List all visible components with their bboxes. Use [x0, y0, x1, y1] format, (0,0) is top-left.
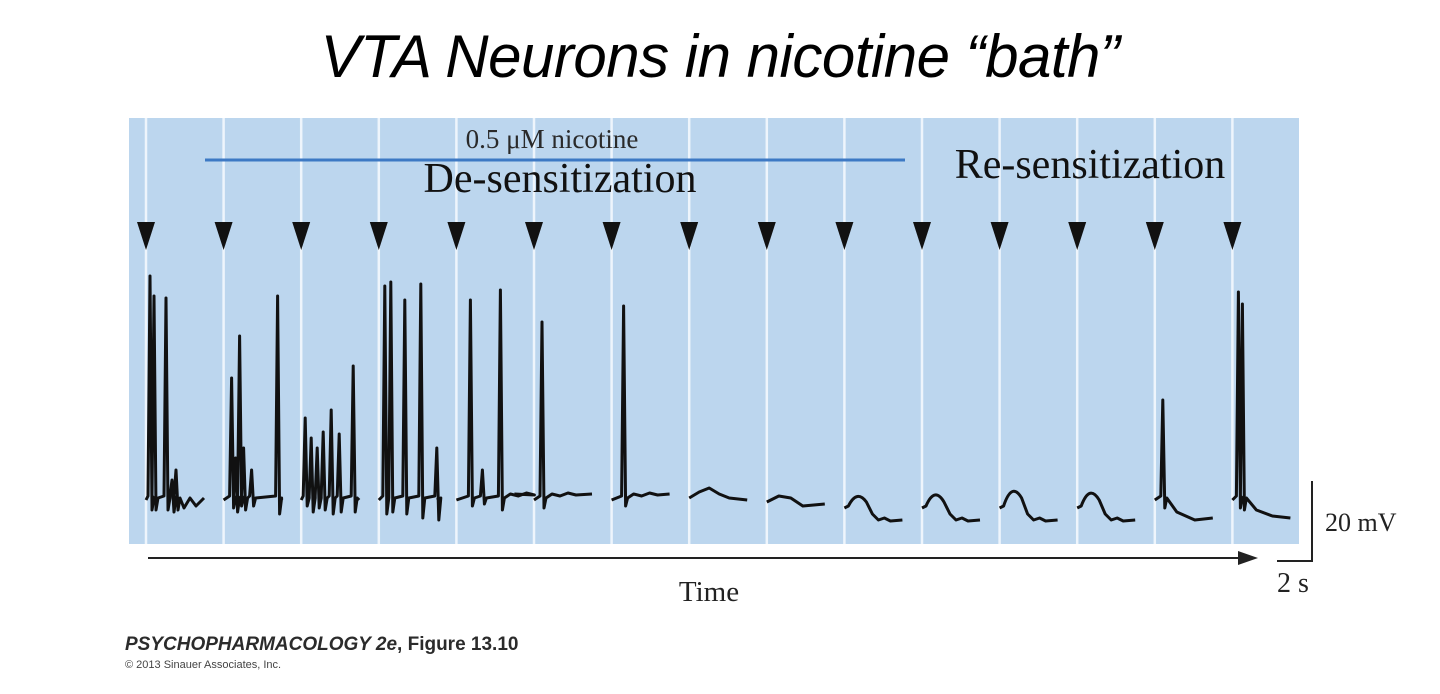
desensitization-label: De-sensitization: [424, 156, 697, 202]
stimulus-marker: [137, 222, 155, 250]
figure-reference: , Figure 13.10: [397, 634, 519, 655]
voltage-trace: [1231, 290, 1291, 520]
slide-title: VTA Neurons in nicotine “bath”: [320, 23, 1120, 90]
stimulus-marker: [835, 222, 854, 250]
stimulus-marker: [913, 222, 931, 250]
stimulus-marker: [757, 222, 776, 250]
scale-bar: [1277, 481, 1313, 562]
segment-dividers: [144, 118, 1234, 544]
scale-time-label: 2 s: [1277, 568, 1309, 599]
voltage-trace: [377, 280, 443, 522]
stimulus-marker: [369, 222, 388, 250]
stimulus-marker: [602, 222, 621, 250]
voltage-trace: [611, 304, 670, 508]
voltage-trace: [843, 495, 903, 523]
nicotine-label: 0.5 μM nicotine: [466, 124, 639, 154]
stimulus-marker: [214, 222, 233, 250]
stimulus-marker: [1145, 222, 1164, 250]
voltage-traces: [144, 274, 1291, 523]
time-axis-label: Time: [679, 576, 739, 608]
voltage-trace: [688, 486, 748, 502]
book-title: PSYCHOPHARMACOLOGY 2e: [125, 634, 398, 655]
stimulus-marker: [990, 222, 1009, 250]
voltage-trace: [533, 320, 593, 510]
voltage-trace: [1153, 398, 1213, 522]
voltage-trace: [998, 489, 1058, 523]
stimulus-marker: [1223, 222, 1242, 250]
stimulus-marker: [525, 222, 543, 250]
voltage-trace: [222, 294, 284, 516]
copyright-notice: © 2013 Sinauer Associates, Inc.: [125, 659, 282, 671]
voltage-trace: [921, 493, 981, 523]
stimulus-markers: [137, 222, 1242, 250]
voltage-trace: [299, 364, 361, 516]
resensitization-label: Re-sensitization: [955, 142, 1226, 188]
voltage-trace: [1076, 491, 1136, 523]
voltage-trace: [766, 494, 825, 508]
stimulus-marker: [1068, 222, 1087, 250]
time-arrow: [148, 551, 1258, 565]
scale-voltage-label: 20 mV: [1325, 508, 1397, 537]
voltage-trace: [144, 274, 206, 514]
stimulus-marker: [292, 222, 311, 250]
voltage-trace: [455, 288, 536, 512]
stimulus-marker: [680, 222, 699, 250]
figure-caption: PSYCHOPHARMACOLOGY 2e, Figure 13.10: [125, 634, 518, 656]
stimulus-marker: [447, 222, 466, 250]
